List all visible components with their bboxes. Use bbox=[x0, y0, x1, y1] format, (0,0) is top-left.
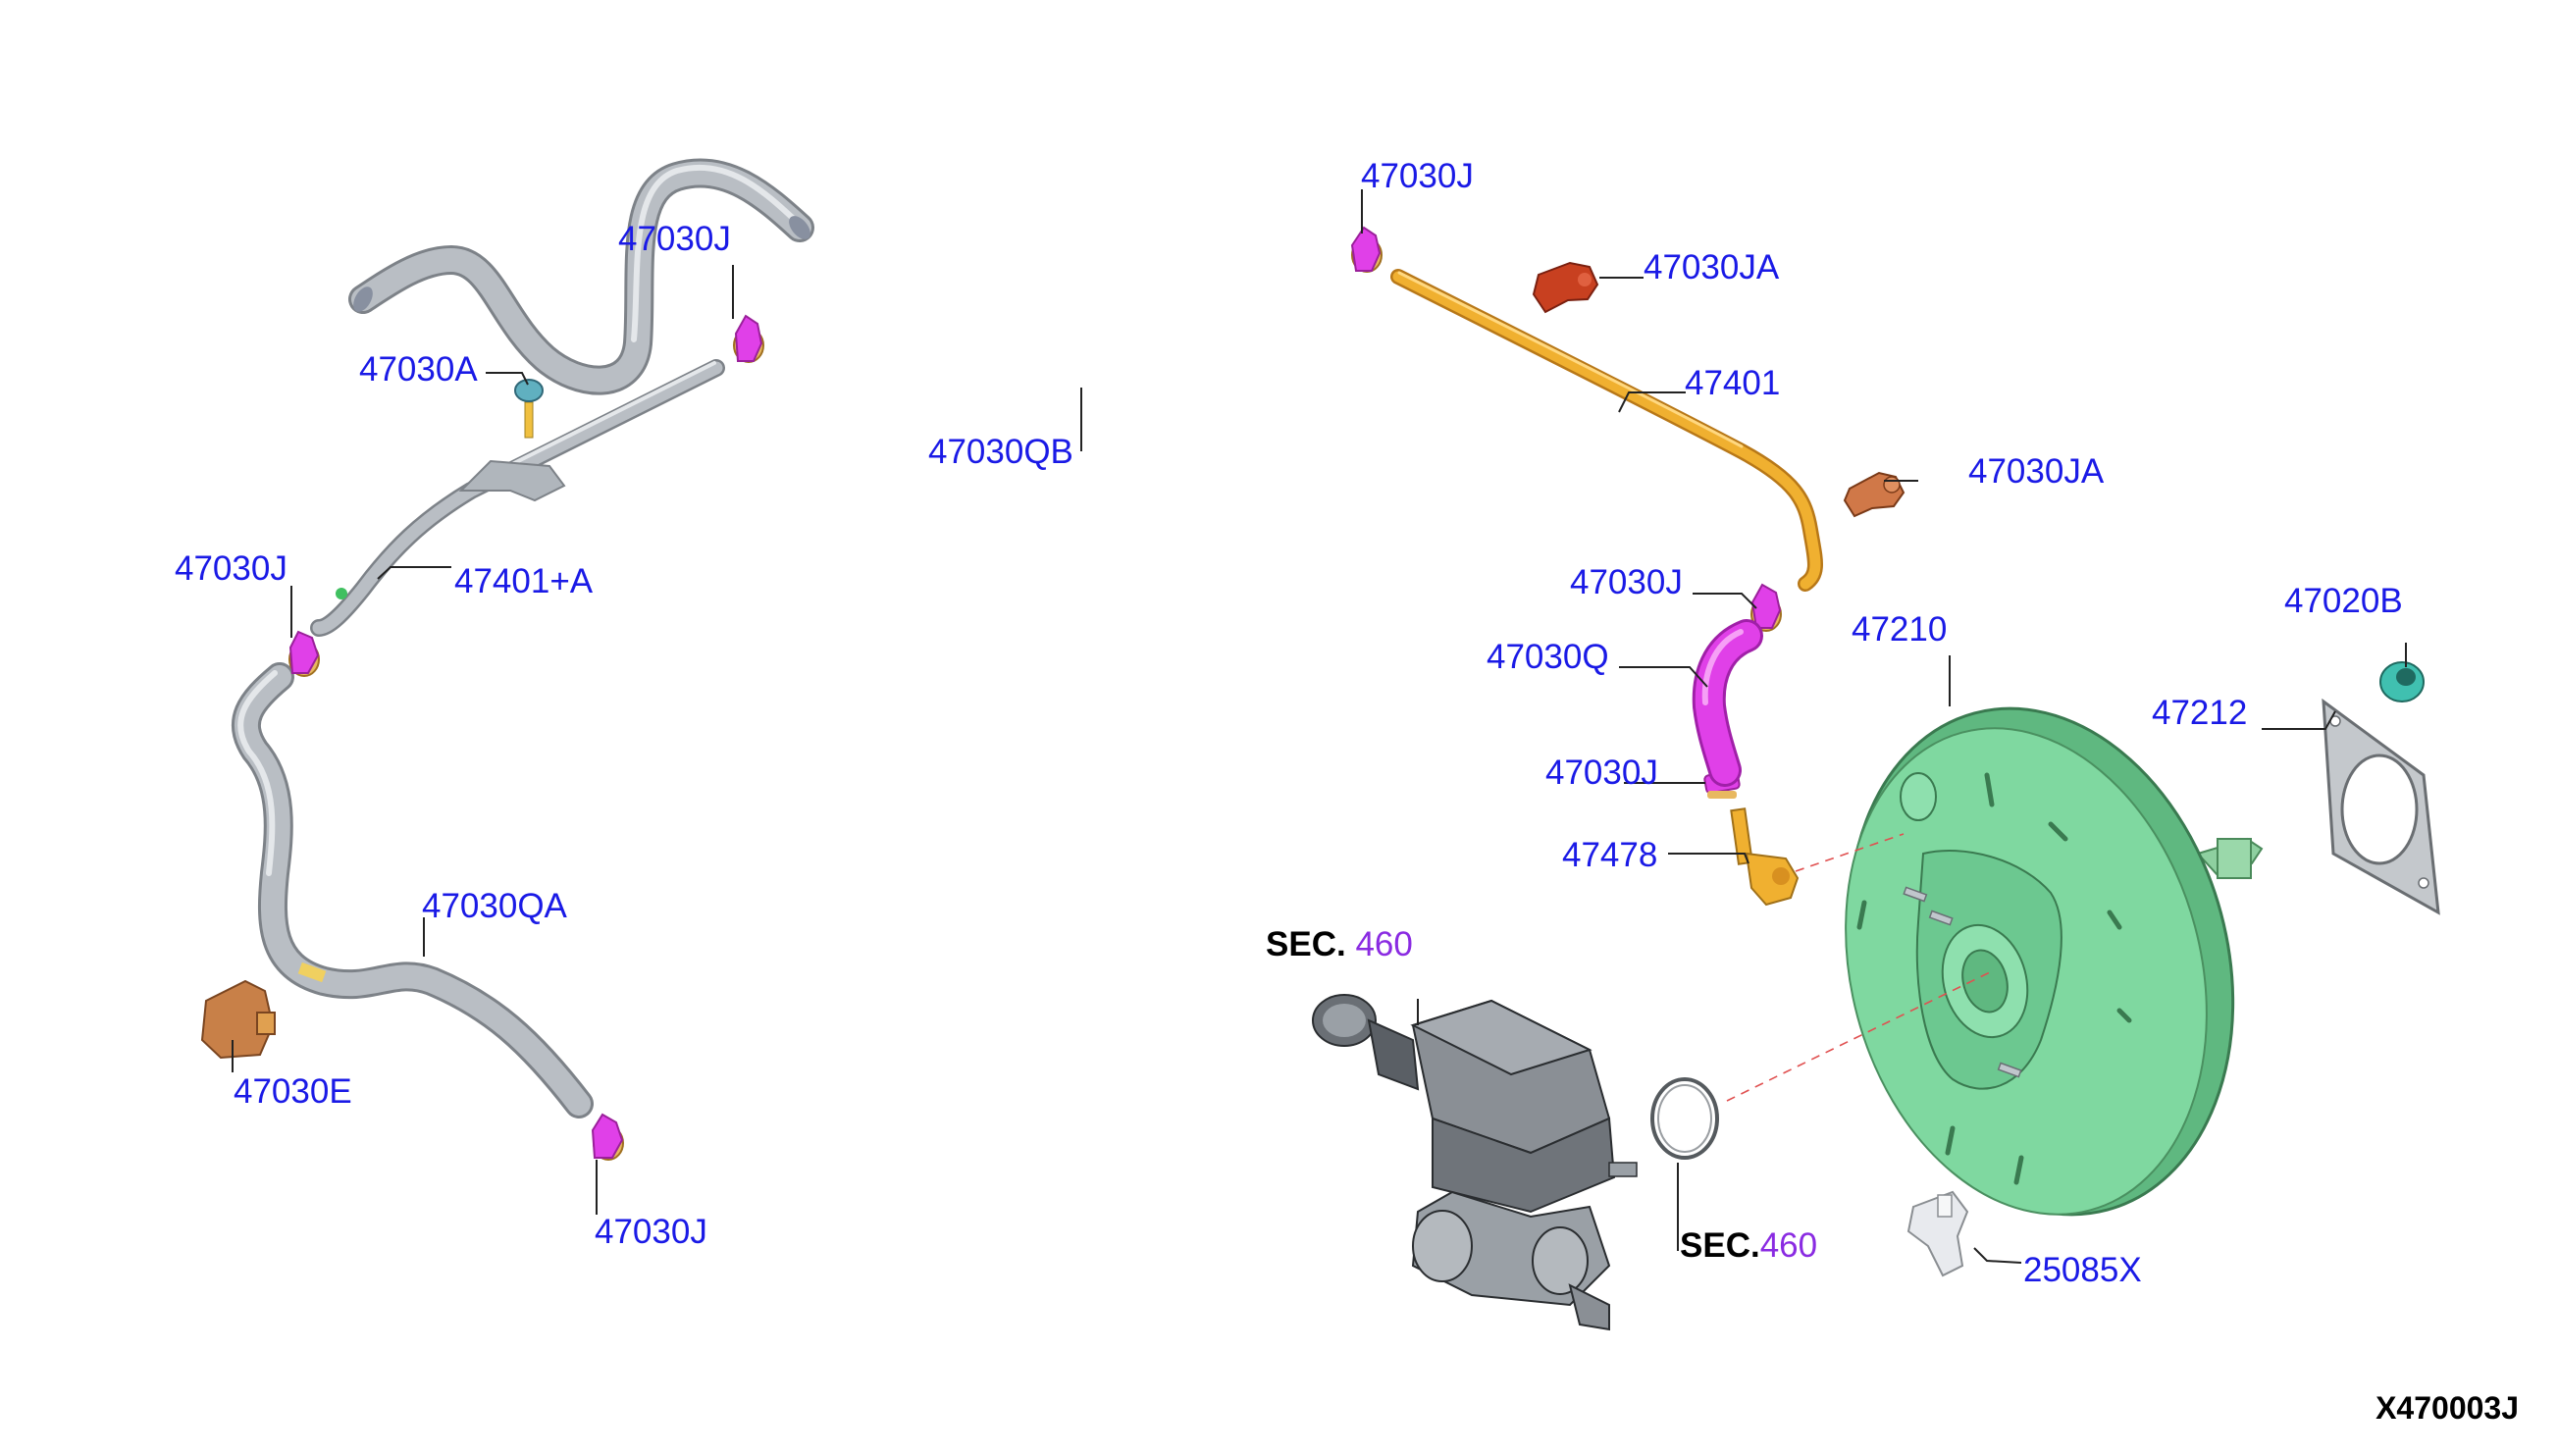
callout-47020b[interactable]: 47020B bbox=[2284, 582, 2403, 620]
callout-47030j-bottom-left[interactable]: 47030J bbox=[595, 1213, 707, 1251]
callout-47401[interactable]: 47401 bbox=[1685, 364, 1781, 402]
valve-e-icon[interactable] bbox=[200, 979, 276, 1060]
hose-qa-icon[interactable] bbox=[232, 662, 594, 1118]
callout-47030j-right-lower[interactable]: 47030J bbox=[1545, 754, 1658, 792]
callout-47478[interactable]: 47478 bbox=[1562, 836, 1658, 874]
callout-47210[interactable]: 47210 bbox=[1852, 610, 1948, 649]
callout-25085x[interactable]: 25085X bbox=[2023, 1251, 2142, 1289]
callout-47030qa[interactable]: 47030QA bbox=[422, 887, 567, 925]
assembly-lines bbox=[1726, 833, 1993, 1102]
diagram-code: X470003J bbox=[2375, 1390, 2519, 1426]
hose-qb-icon[interactable] bbox=[348, 158, 814, 395]
grommet-icon[interactable] bbox=[2379, 661, 2425, 702]
check-valve-icon[interactable] bbox=[1730, 807, 1800, 907]
sec-ref-prefix: SEC. bbox=[1680, 1226, 1760, 1265]
callout-47030ja-2[interactable]: 47030JA bbox=[1968, 452, 2105, 491]
sec-ref-prefix: SEC. bbox=[1266, 925, 1346, 963]
callout-47030j-top-left[interactable]: 47030J bbox=[618, 220, 731, 258]
callout-47030q[interactable]: 47030Q bbox=[1487, 638, 1609, 676]
callout-47030ja-1[interactable]: 47030JA bbox=[1644, 248, 1780, 286]
callout-47212[interactable]: 47212 bbox=[2152, 694, 2248, 732]
callout-47401-a[interactable]: 47401+A bbox=[454, 562, 594, 600]
callout-47030j-top-right[interactable]: 47030J bbox=[1361, 157, 1474, 195]
sec-ref-master-cylinder[interactable]: SEC. 460 bbox=[1266, 925, 1413, 964]
clamp-top-left-icon[interactable] bbox=[733, 314, 764, 363]
sec-ref-number: 460 bbox=[1355, 925, 1413, 963]
booster-icon[interactable] bbox=[1794, 665, 2287, 1258]
clamp-right-upper-icon[interactable] bbox=[1750, 583, 1782, 632]
gasket-icon[interactable] bbox=[2322, 698, 2440, 915]
sec-ref-o-ring[interactable]: SEC.460 bbox=[1680, 1226, 1817, 1266]
hose-q-icon[interactable] bbox=[1692, 619, 1763, 787]
leader-lines bbox=[232, 189, 2407, 1264]
callout-47030a[interactable]: 47030A bbox=[359, 350, 478, 389]
callout-47030j-left-mid[interactable]: 47030J bbox=[175, 549, 287, 588]
bolt-icon[interactable] bbox=[514, 379, 544, 439]
o-ring-icon[interactable] bbox=[1650, 1077, 1719, 1160]
callout-47030e[interactable]: 47030E bbox=[234, 1072, 352, 1111]
master-cylinder-icon[interactable] bbox=[1312, 994, 1638, 1331]
tube-assy-icon[interactable] bbox=[310, 359, 725, 637]
connector-2-icon[interactable] bbox=[1843, 471, 1905, 518]
sensor-icon[interactable] bbox=[1906, 1190, 1969, 1277]
callout-47030qb[interactable]: 47030QB bbox=[928, 433, 1073, 471]
sec-ref-number: 460 bbox=[1759, 1226, 1818, 1265]
clamp-left-mid-icon[interactable] bbox=[288, 630, 320, 677]
callout-47030j-right-upper[interactable]: 47030J bbox=[1570, 563, 1683, 601]
tube-icon[interactable] bbox=[1390, 269, 1823, 592]
clamp-bottom-left-icon[interactable] bbox=[591, 1113, 624, 1161]
connector-1-icon[interactable] bbox=[1532, 261, 1599, 314]
clamp-top-right-icon[interactable] bbox=[1350, 226, 1383, 273]
